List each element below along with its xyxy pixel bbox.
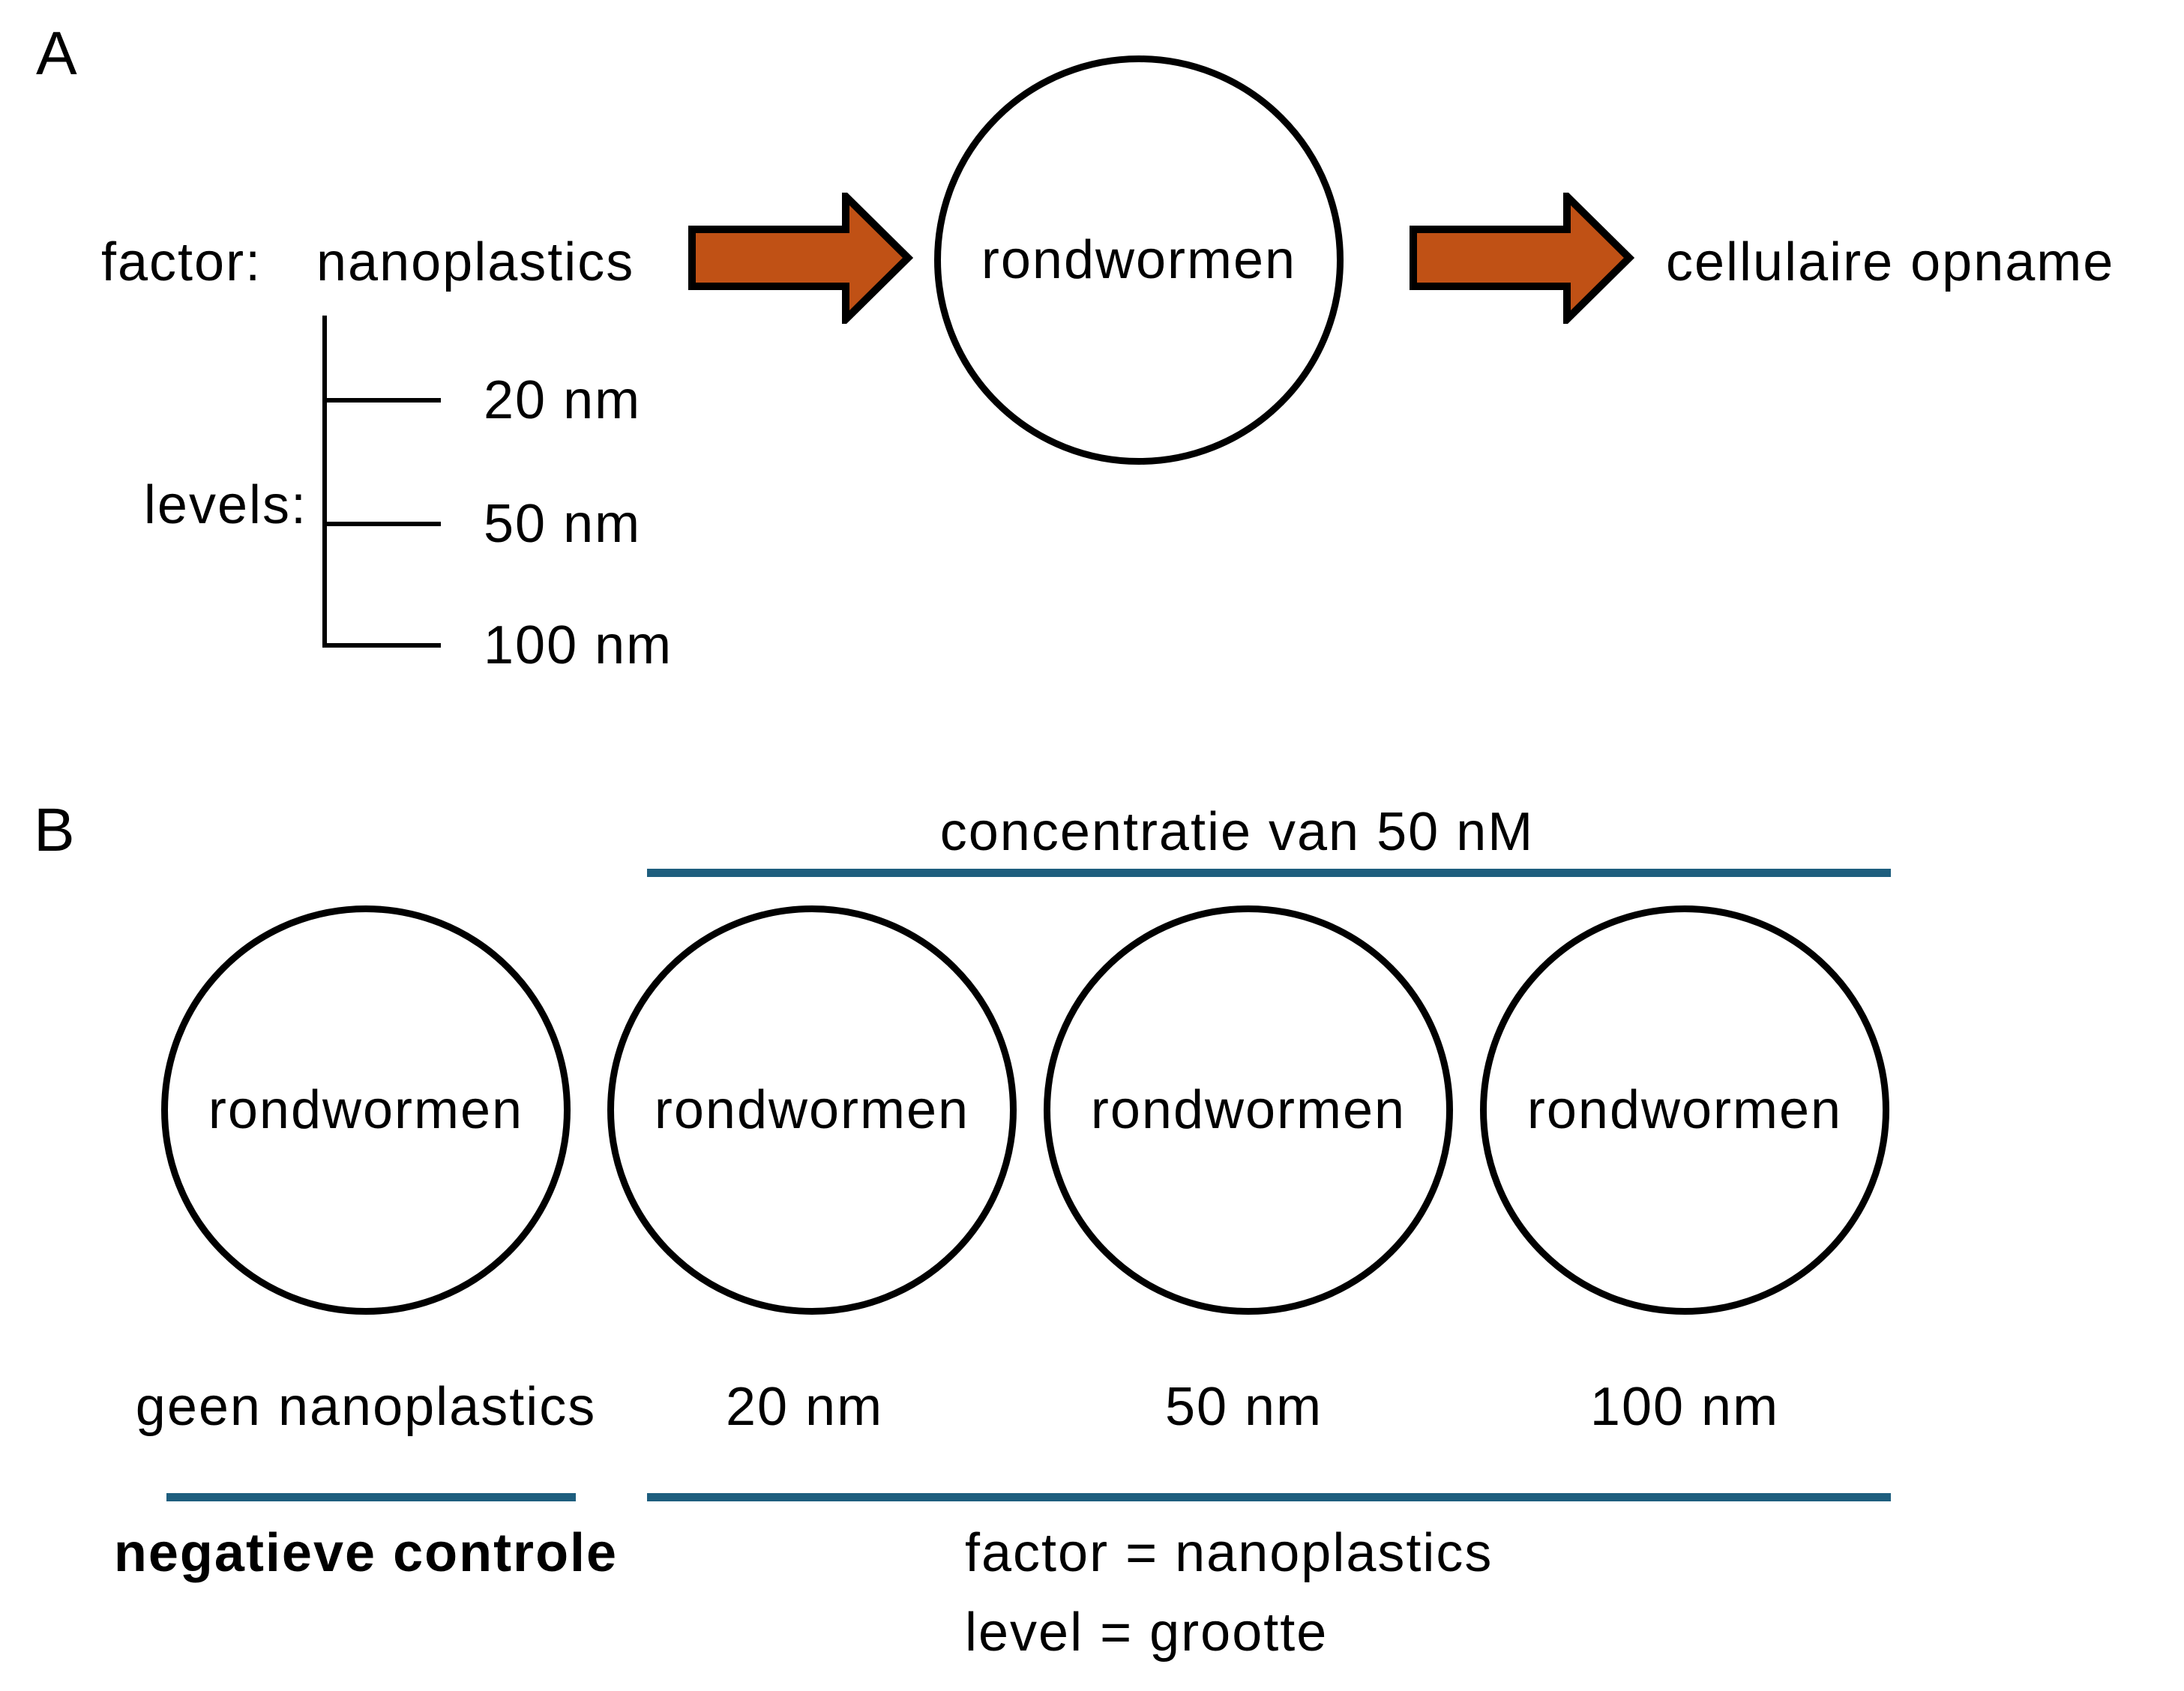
level-label-50nm: 50 nm <box>484 494 642 554</box>
organism-label-20nm: rondwormen <box>654 1080 970 1140</box>
negative-control-label: negatieve controle <box>113 1523 619 1583</box>
flow-arrow-icon <box>1410 193 1634 324</box>
organism-circle-100nm: rondwormen <box>1480 905 1889 1315</box>
levels-tree-tick-100nm <box>322 643 441 648</box>
level-label-20nm: 20 nm <box>484 370 642 430</box>
treatment-group-underline <box>647 1493 1891 1501</box>
levels-tree-tick-20nm <box>322 398 441 403</box>
level-label-100nm: 100 nm <box>484 615 673 675</box>
organism-label-a: rondwormen <box>981 230 1297 290</box>
concentration-title: concentratie van 50 nM <box>939 802 1535 862</box>
factor-value: nanoplastics <box>316 232 635 292</box>
flow-arrow-icon <box>688 193 913 324</box>
condition-label-100nm: 100 nm <box>1589 1377 1780 1437</box>
condition-label-20nm: 20 nm <box>725 1377 884 1437</box>
levels-label: levels: <box>143 475 307 535</box>
organism-circle-a: rondwormen <box>934 55 1344 465</box>
condition-label-control: geen nanoplastics <box>135 1377 597 1437</box>
panel-a-label: A <box>36 19 77 88</box>
organism-circle-50nm: rondwormen <box>1044 905 1453 1315</box>
factor-label: factor: <box>101 232 262 292</box>
levels-tree-tick-50nm <box>322 522 441 526</box>
organism-label-50nm: rondwormen <box>1090 1080 1407 1140</box>
organism-circle-control: rondwormen <box>161 905 571 1315</box>
factor-note: factor = nanoplastics <box>965 1523 1493 1583</box>
organism-label-control: rondwormen <box>208 1080 524 1140</box>
levels-tree-trunk <box>322 316 327 648</box>
organism-circle-20nm: rondwormen <box>607 905 1017 1315</box>
panel-b-label: B <box>34 796 75 864</box>
negative-control-underline <box>166 1493 576 1501</box>
organism-label-100nm: rondwormen <box>1526 1080 1843 1140</box>
level-note: level = grootte <box>965 1603 1329 1663</box>
concentration-underline <box>647 869 1891 877</box>
outcome-label: cellulaire opname <box>1666 232 2115 292</box>
condition-label-50nm: 50 nm <box>1164 1377 1323 1437</box>
